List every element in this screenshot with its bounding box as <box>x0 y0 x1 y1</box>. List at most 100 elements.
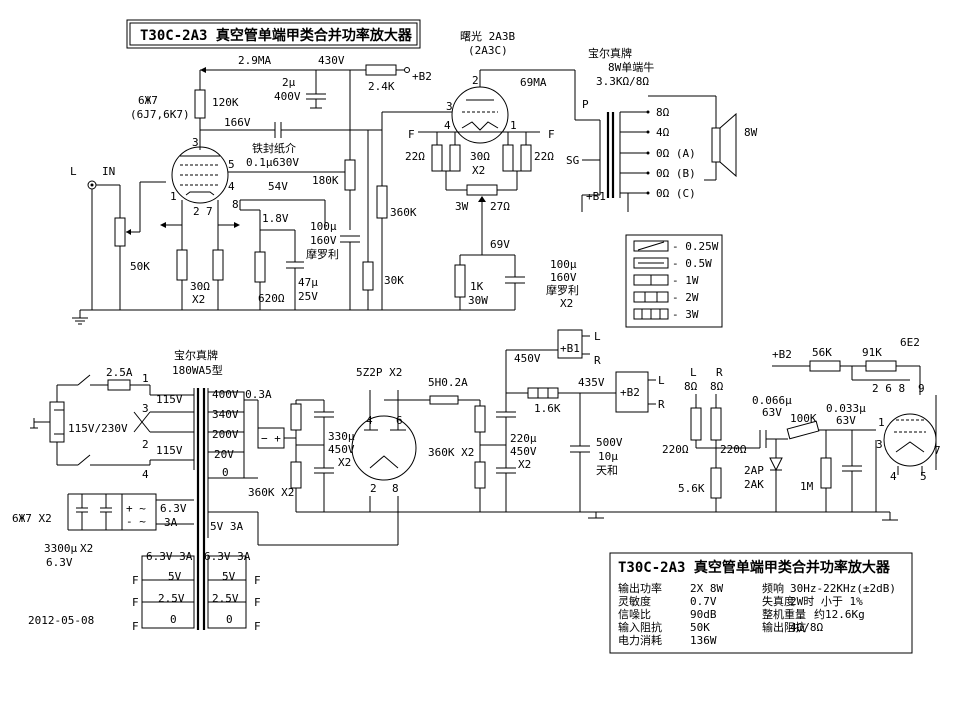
title-box: T30C-2A3 真空管单端甲类合并功率放大器 <box>126 19 421 49</box>
label-b2-r: R <box>658 398 665 411</box>
label-choke: 5H0.2A <box>428 376 468 389</box>
heater-f-1: F <box>132 574 139 587</box>
input-stage: L IN 50K 3 5 4 1 2 7 8 6Ж7 (6J7,6K7) <box>70 54 515 325</box>
date-label: 2012-05-08 <box>28 614 94 627</box>
rect-pin-6: 6 <box>396 414 403 427</box>
label-91k: 91K <box>862 346 882 359</box>
pin-3: 3 <box>192 136 199 149</box>
label-220u: 220μ <box>510 432 537 445</box>
label-x2-heater: X2 <box>80 542 93 555</box>
label-160v: 160V <box>310 234 337 247</box>
label-69v: 69V <box>490 238 510 251</box>
label-3w: 3W <box>455 200 469 213</box>
label-450v-b: 450V <box>510 445 537 458</box>
label-b1-l: L <box>594 330 601 343</box>
spec-value: 90dB <box>690 608 717 621</box>
spec-value: 30Hz-22KHz(±2dB) <box>790 582 896 595</box>
label-2u: 2μ <box>282 76 296 89</box>
label-166v: 166V <box>224 116 251 129</box>
legend-row: - 1W <box>633 274 699 287</box>
resistor-legend: - 0.25W- 0.5W- 1W- 2W- 3W <box>625 234 723 328</box>
pt-pin-3: 3 <box>142 402 149 415</box>
label-meter-r: R <box>716 366 723 379</box>
pin-2: 2 <box>193 205 200 218</box>
specs-title: T30C-2A3 真空管单端甲类合并功率放大器 <box>618 559 891 576</box>
label-56k: 56K <box>812 346 832 359</box>
ot-brand: 宝尔真牌 <box>588 46 632 60</box>
spec-value: 4Ω/8Ω <box>790 621 823 634</box>
label-6-3v-c: 6.3V <box>46 556 73 569</box>
ot-type: 8W单端牛 <box>608 60 654 74</box>
spec-label: 信噪比 <box>618 608 651 621</box>
label-20v: 20V <box>214 448 234 461</box>
tube-6j7-label: 6Ж7 <box>138 94 158 107</box>
label-10u: 10μ <box>598 450 618 463</box>
pin-9: 9 <box>918 382 925 395</box>
pin-5: 5 <box>228 158 235 171</box>
heater-f-6: F <box>254 620 261 633</box>
label-paper-cap-v: 0.1μ630V <box>246 156 299 169</box>
label-p: P <box>582 98 589 111</box>
spec-value: 136W <box>690 634 717 647</box>
label-0-l: 0 <box>170 613 177 626</box>
label-400v: 400V <box>274 90 301 103</box>
power-supply: 115V/230V 2.5A 1 3 2 4 115V 115V 宝尔真牌 18… <box>12 329 890 633</box>
label-30-fil: 30Ω <box>470 150 490 163</box>
label-1m: 1M <box>800 480 814 493</box>
label-tianhe: 天和 <box>596 464 618 477</box>
label-2-5v-l: 2.5V <box>158 592 185 605</box>
label-x2-out: X2 <box>560 297 573 310</box>
pt-type: 180WA5型 <box>172 363 223 377</box>
pin-268: 2 6 8 <box>872 382 905 395</box>
label-27: 27Ω <box>490 200 510 213</box>
label-115v-a: 115V <box>156 393 183 406</box>
label-330u: 330μ <box>328 430 355 443</box>
label-22-right: 22Ω <box>534 150 554 163</box>
label-100u: 100μ <box>310 220 337 233</box>
pin-8: 8 <box>232 198 239 211</box>
pin-4-6e2: 4 <box>890 470 897 483</box>
label-fuse: 2.5A <box>106 366 133 379</box>
label-47u: 47μ <box>298 276 318 289</box>
label-x2-fil: X2 <box>472 164 485 177</box>
svg-text:− +: − + <box>261 432 281 445</box>
label-meter-l: L <box>690 366 697 379</box>
label-54v: 54V <box>268 180 288 193</box>
legend-row: - 0.5W <box>633 257 712 270</box>
tap-0a: 0Ω (A) <box>656 147 696 160</box>
label-30k: 30K <box>384 274 404 287</box>
spec-value: 0.7V <box>690 595 717 608</box>
label-200v: 200V <box>212 428 239 441</box>
label-63v-a: 63V <box>762 406 782 419</box>
label-1-6k: 1.6K <box>534 402 561 415</box>
ot-imp: 3.3KΩ/8Ω <box>596 75 649 88</box>
rect-pin-2: 2 <box>370 482 377 495</box>
label-450v-a: 450V <box>328 443 355 456</box>
label-2-4k: 2.4K <box>368 80 395 93</box>
pin-7: 7 <box>206 205 213 218</box>
output-transformer: 宝尔真牌 8W单端牛 3.3KΩ/8Ω P SG +B1 8Ω 4Ω 0Ω (A… <box>566 46 758 212</box>
label-360k-x2: 360K X2 <box>248 486 294 499</box>
legend-row: - 3W <box>633 308 699 321</box>
label-8-r: 8Ω <box>710 380 724 393</box>
label-30-cathode: 30Ω <box>190 280 210 293</box>
pin-4-out: 4 <box>444 119 451 132</box>
label-50k: 50K <box>130 260 150 273</box>
tube-6e2-label: 6E2 <box>900 336 920 349</box>
label-l-input: L <box>70 165 77 178</box>
label-0-r: 0 <box>226 613 233 626</box>
label-0v: 0 <box>222 466 229 479</box>
label-1k: 1K <box>470 280 484 293</box>
label-b1-r: R <box>594 354 601 367</box>
label-2-9ma: 2.9MA <box>238 54 271 67</box>
pt-pin-1: 1 <box>142 372 149 385</box>
label-25v: 25V <box>298 290 318 303</box>
label-b1: +B1 <box>560 342 580 355</box>
label-430v: 430V <box>318 54 345 67</box>
svg-text:- ~: - ~ <box>126 515 146 528</box>
heater-f-3: F <box>132 620 139 633</box>
spec-label: 灵敏度 <box>618 594 651 608</box>
label-400v-03a: 400V 0.3A <box>212 388 272 401</box>
